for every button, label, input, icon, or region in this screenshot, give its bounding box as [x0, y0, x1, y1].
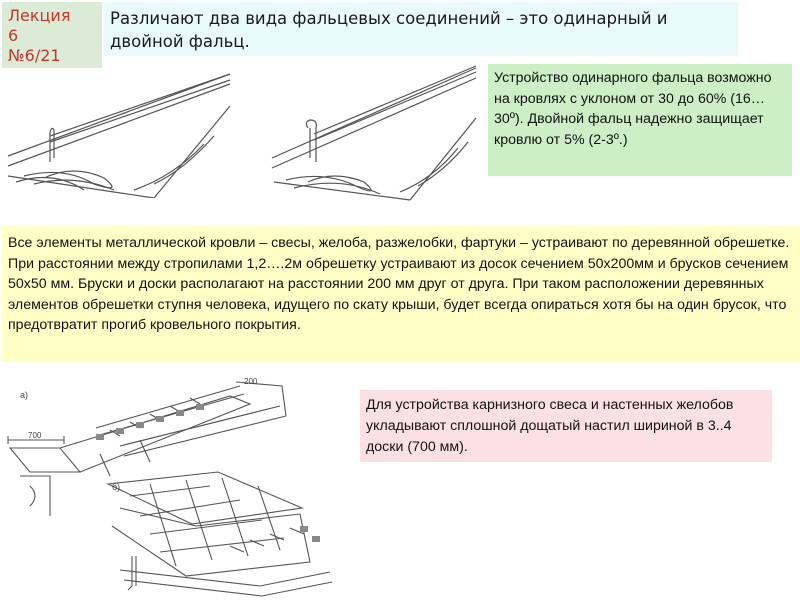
fig-a-label: а) — [20, 390, 28, 400]
dimension-200-label: 200 — [244, 377, 258, 386]
lecture-number: Лекция 6 №6/21 — [8, 6, 71, 65]
single-fold-seam-drawing — [7, 73, 231, 198]
eave-note: Для устройства карнизного свеса и настен… — [360, 390, 772, 462]
slide-title: Различают два вида фальцевых соединений … — [110, 9, 668, 51]
dimension-700-label: 700 — [28, 431, 42, 440]
single-fold-note: Устройство одинарного фальца возможно на… — [488, 64, 792, 176]
double-fold-seam-drawing — [271, 65, 477, 201]
batten-note: Все элементы металлической кровли – свес… — [2, 226, 800, 362]
slide-title-box: Различают два вида фальцевых соединений … — [104, 2, 738, 56]
lecture-number-box: Лекция 6 №6/21 — [2, 2, 102, 68]
eave-construction-drawing: а) б) 700 200 — [7, 377, 333, 597]
fig-b-label: б) — [112, 482, 120, 492]
